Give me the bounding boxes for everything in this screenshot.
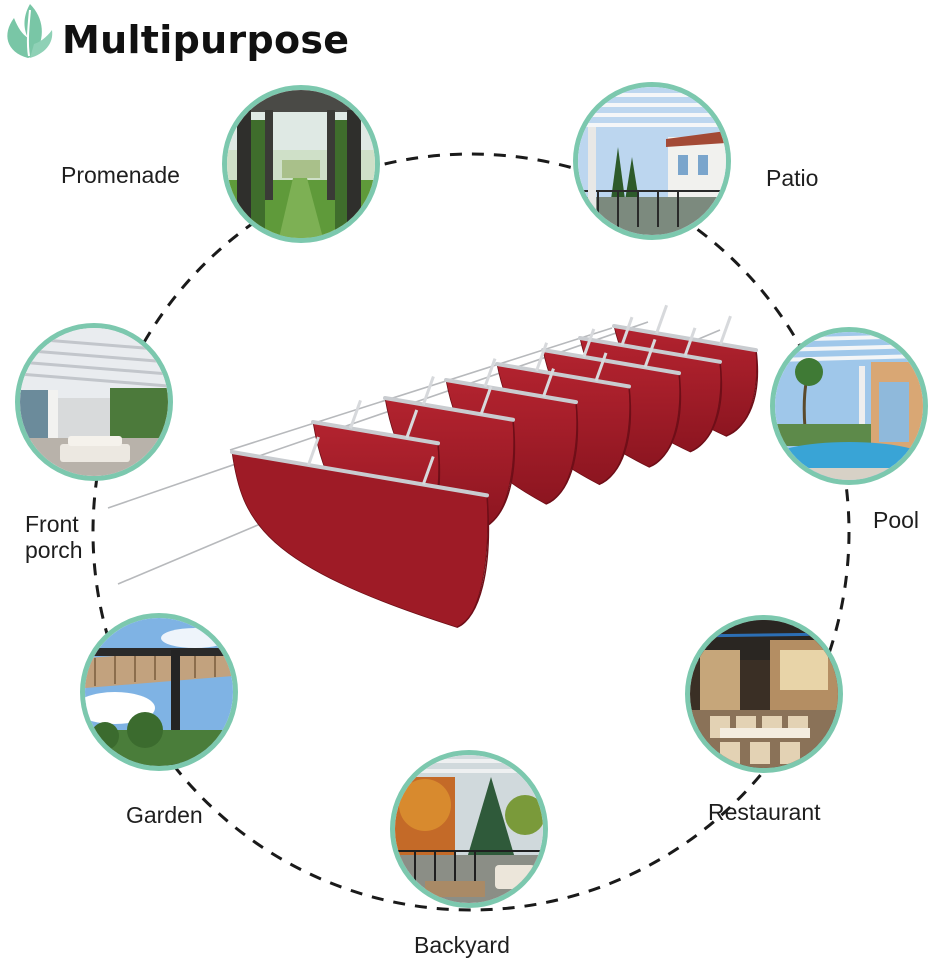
- aluminum-rail: [383, 396, 515, 422]
- fabric-panels: [230, 304, 759, 629]
- scene-photo-restaurant: [685, 615, 843, 773]
- hanger-bracket: [421, 456, 435, 486]
- fabric-panel: [231, 451, 489, 628]
- hanger-bracket: [719, 315, 732, 345]
- page-title: Multipurpose: [62, 18, 350, 62]
- label-pool: Pool: [873, 507, 920, 533]
- aluminum-rail: [230, 450, 489, 498]
- hanger-bracket: [535, 342, 549, 372]
- scene-photo-patio: [573, 82, 731, 240]
- aluminum-rail: [495, 362, 631, 389]
- scene-photo-garden: [80, 613, 238, 771]
- fabric-fold-edge: [545, 402, 579, 505]
- aluminum-rail: [444, 378, 578, 405]
- hanger-bracket: [479, 385, 493, 415]
- hanger-bracket: [683, 327, 697, 357]
- aluminum-rail: [612, 324, 758, 353]
- hanger-bracket: [483, 358, 497, 388]
- aluminum-rail: [541, 348, 681, 376]
- hanger-bracket: [421, 376, 435, 406]
- hanger-bracket: [582, 328, 596, 358]
- aluminum-rail: [311, 420, 440, 446]
- hanger-bracket: [620, 316, 634, 346]
- hanger-bracket: [643, 338, 657, 368]
- fabric-fold-edge: [648, 373, 682, 468]
- scene-photo-backyard: [390, 750, 548, 908]
- header: Multipurpose: [0, 0, 400, 90]
- fabric-fold-edge: [456, 495, 490, 629]
- fabric-fold-edge: [598, 386, 632, 486]
- fabric-fold-edge: [689, 361, 723, 453]
- scene-photo-promenade: [222, 85, 380, 243]
- label-backyard: Backyard: [414, 932, 510, 958]
- label-patio: Patio: [766, 165, 819, 191]
- hanger-bracket: [542, 368, 555, 398]
- label-garden: Garden: [126, 802, 203, 828]
- hanger-bracket: [349, 399, 362, 429]
- fabric-fold-edge: [482, 419, 516, 529]
- label-promenade: Promenade: [61, 162, 180, 188]
- hanger-bracket: [655, 304, 669, 334]
- label-front-porch: Front porch: [25, 511, 83, 563]
- hanger-bracket: [405, 409, 419, 439]
- hanger-bracket: [307, 436, 320, 466]
- scene-photo-pool: [770, 327, 928, 485]
- fabric-fold-edge: [725, 350, 759, 437]
- hanger-bracket: [594, 352, 608, 382]
- label-restaurant: Restaurant: [708, 799, 821, 825]
- leaf-logo-icon: [7, 4, 53, 58]
- scene-photo-front-porch: [15, 323, 173, 481]
